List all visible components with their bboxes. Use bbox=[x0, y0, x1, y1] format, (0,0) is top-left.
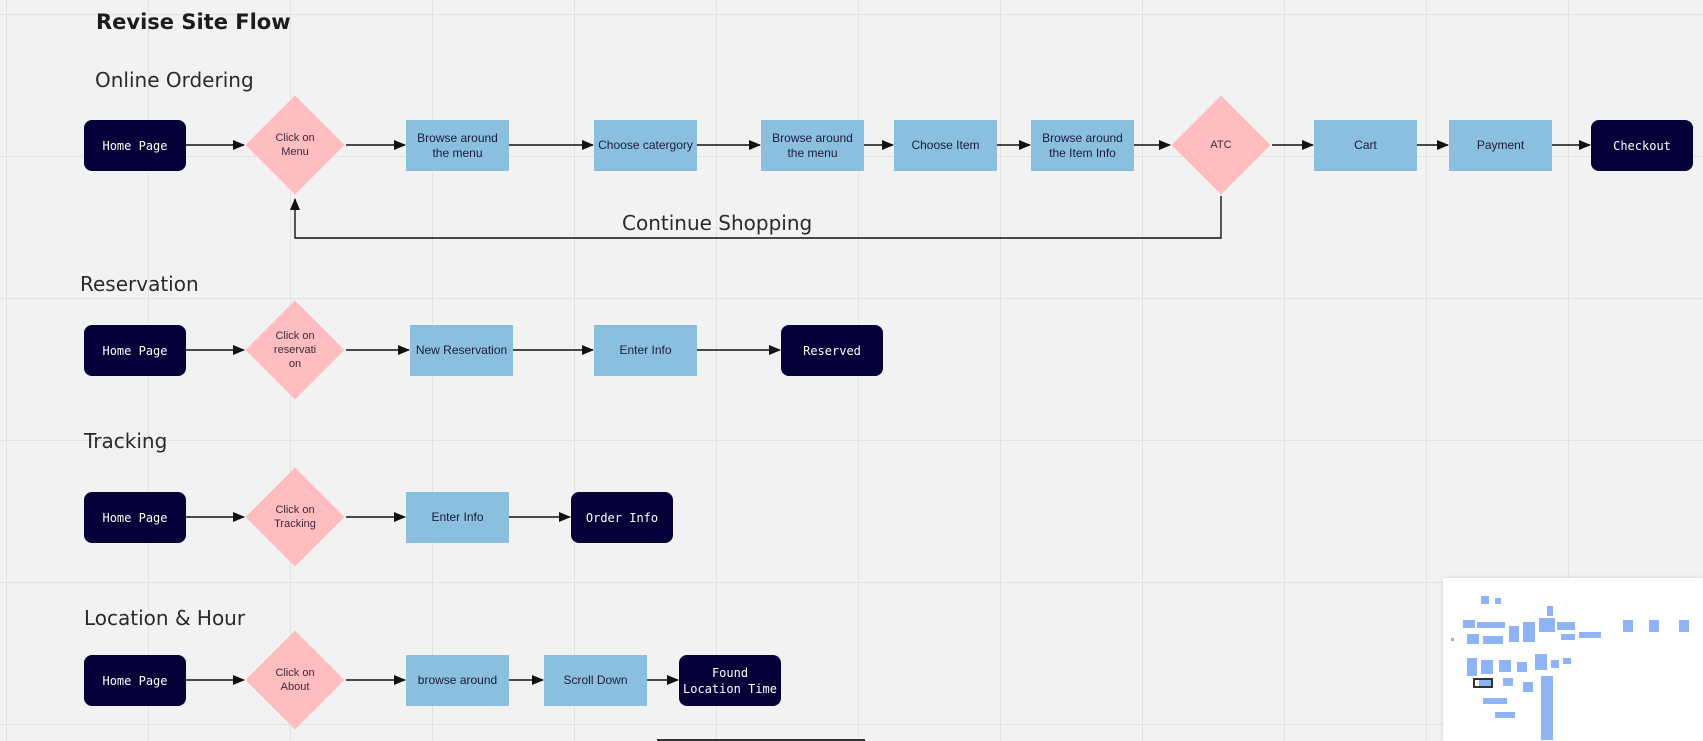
minimap-block bbox=[1557, 622, 1575, 630]
node-click-on-reservation[interactable]: Click on reservati on bbox=[245, 300, 345, 400]
node-payment[interactable]: Payment bbox=[1449, 120, 1552, 171]
node-found-location-time[interactable]: Found Location Time bbox=[679, 655, 781, 706]
minimap-block bbox=[1499, 660, 1511, 672]
node-cart[interactable]: Cart bbox=[1314, 120, 1417, 171]
node-home-page[interactable]: Home Page bbox=[84, 120, 186, 171]
minimap-block bbox=[1451, 638, 1454, 641]
minimap-block bbox=[1649, 620, 1659, 632]
minimap-block bbox=[1463, 620, 1475, 628]
decision-label: Click on About bbox=[275, 667, 315, 693]
minimap-block bbox=[1481, 596, 1489, 604]
minimap-block bbox=[1535, 654, 1547, 670]
minimap-block bbox=[1579, 632, 1601, 638]
node-home-page[interactable]: Home Page bbox=[84, 325, 186, 376]
minimap-block bbox=[1523, 622, 1535, 642]
decision-label: ATC bbox=[1210, 139, 1232, 151]
node-enter-info[interactable]: Enter Info bbox=[406, 492, 509, 543]
minimap-block bbox=[1539, 618, 1555, 632]
minimap-block bbox=[1483, 698, 1507, 704]
node-browse-menu-2[interactable]: Browse around the menu bbox=[761, 120, 864, 171]
node-browse-item-info[interactable]: Browse around the Item Info bbox=[1031, 120, 1134, 171]
minimap-block bbox=[1503, 678, 1513, 686]
section-title-tracking: Tracking bbox=[84, 429, 168, 453]
minimap-block bbox=[1517, 662, 1527, 672]
minimap-block bbox=[1481, 660, 1493, 674]
continue-shopping-label: Continue Shopping bbox=[622, 211, 813, 235]
minimap-block bbox=[1523, 682, 1533, 692]
minimap-block bbox=[1495, 598, 1501, 604]
node-atc[interactable]: ATC bbox=[1171, 95, 1271, 195]
node-click-on-tracking[interactable]: Click on Tracking bbox=[245, 467, 345, 567]
node-order-info[interactable]: Order Info bbox=[571, 492, 673, 543]
node-browse-around[interactable]: browse around bbox=[406, 655, 509, 706]
node-browse-menu[interactable]: Browse around the menu bbox=[406, 120, 509, 171]
node-home-page[interactable]: Home Page bbox=[84, 655, 186, 706]
minimap-block bbox=[1679, 620, 1689, 632]
section-title-online-ordering: Online Ordering bbox=[95, 68, 254, 92]
bottom-toolbar-edge bbox=[657, 739, 865, 741]
continue-shopping-loop bbox=[290, 196, 1222, 239]
node-new-reservation[interactable]: New Reservation bbox=[410, 325, 513, 376]
minimap-block bbox=[1467, 634, 1479, 644]
node-click-on-menu[interactable]: Click on Menu bbox=[245, 95, 345, 195]
decision-label: Click on reservati on bbox=[273, 330, 317, 370]
node-reserved[interactable]: Reserved bbox=[781, 325, 883, 376]
minimap-block bbox=[1509, 626, 1519, 642]
node-choose-item[interactable]: Choose Item bbox=[894, 120, 997, 171]
minimap-block bbox=[1551, 660, 1559, 668]
node-scroll-down[interactable]: Scroll Down bbox=[544, 655, 647, 706]
minimap-viewport[interactable] bbox=[1473, 678, 1493, 688]
minimap-block bbox=[1547, 606, 1553, 616]
minimap-block bbox=[1563, 658, 1571, 664]
node-click-on-about[interactable]: Click on About bbox=[245, 630, 345, 730]
section-title-reservation: Reservation bbox=[80, 272, 199, 296]
node-checkout[interactable]: Checkout bbox=[1591, 120, 1693, 171]
minimap-block bbox=[1467, 658, 1477, 676]
minimap-block bbox=[1623, 620, 1633, 632]
minimap-block bbox=[1483, 636, 1503, 644]
node-home-page[interactable]: Home Page bbox=[84, 492, 186, 543]
minimap-block bbox=[1561, 634, 1575, 640]
board-title: Revise Site Flow bbox=[96, 10, 291, 34]
decision-label: Click on Menu bbox=[275, 132, 315, 158]
minimap-block bbox=[1477, 622, 1505, 628]
minimap[interactable] bbox=[1443, 578, 1703, 741]
minimap-block bbox=[1479, 680, 1491, 688]
section-title-location-hour: Location & Hour bbox=[84, 606, 246, 630]
minimap-block bbox=[1541, 676, 1553, 740]
node-enter-info[interactable]: Enter Info bbox=[594, 325, 697, 376]
minimap-block bbox=[1495, 712, 1515, 718]
decision-label: Click on Tracking bbox=[274, 504, 316, 530]
node-choose-category[interactable]: Choose catergory bbox=[594, 120, 697, 171]
